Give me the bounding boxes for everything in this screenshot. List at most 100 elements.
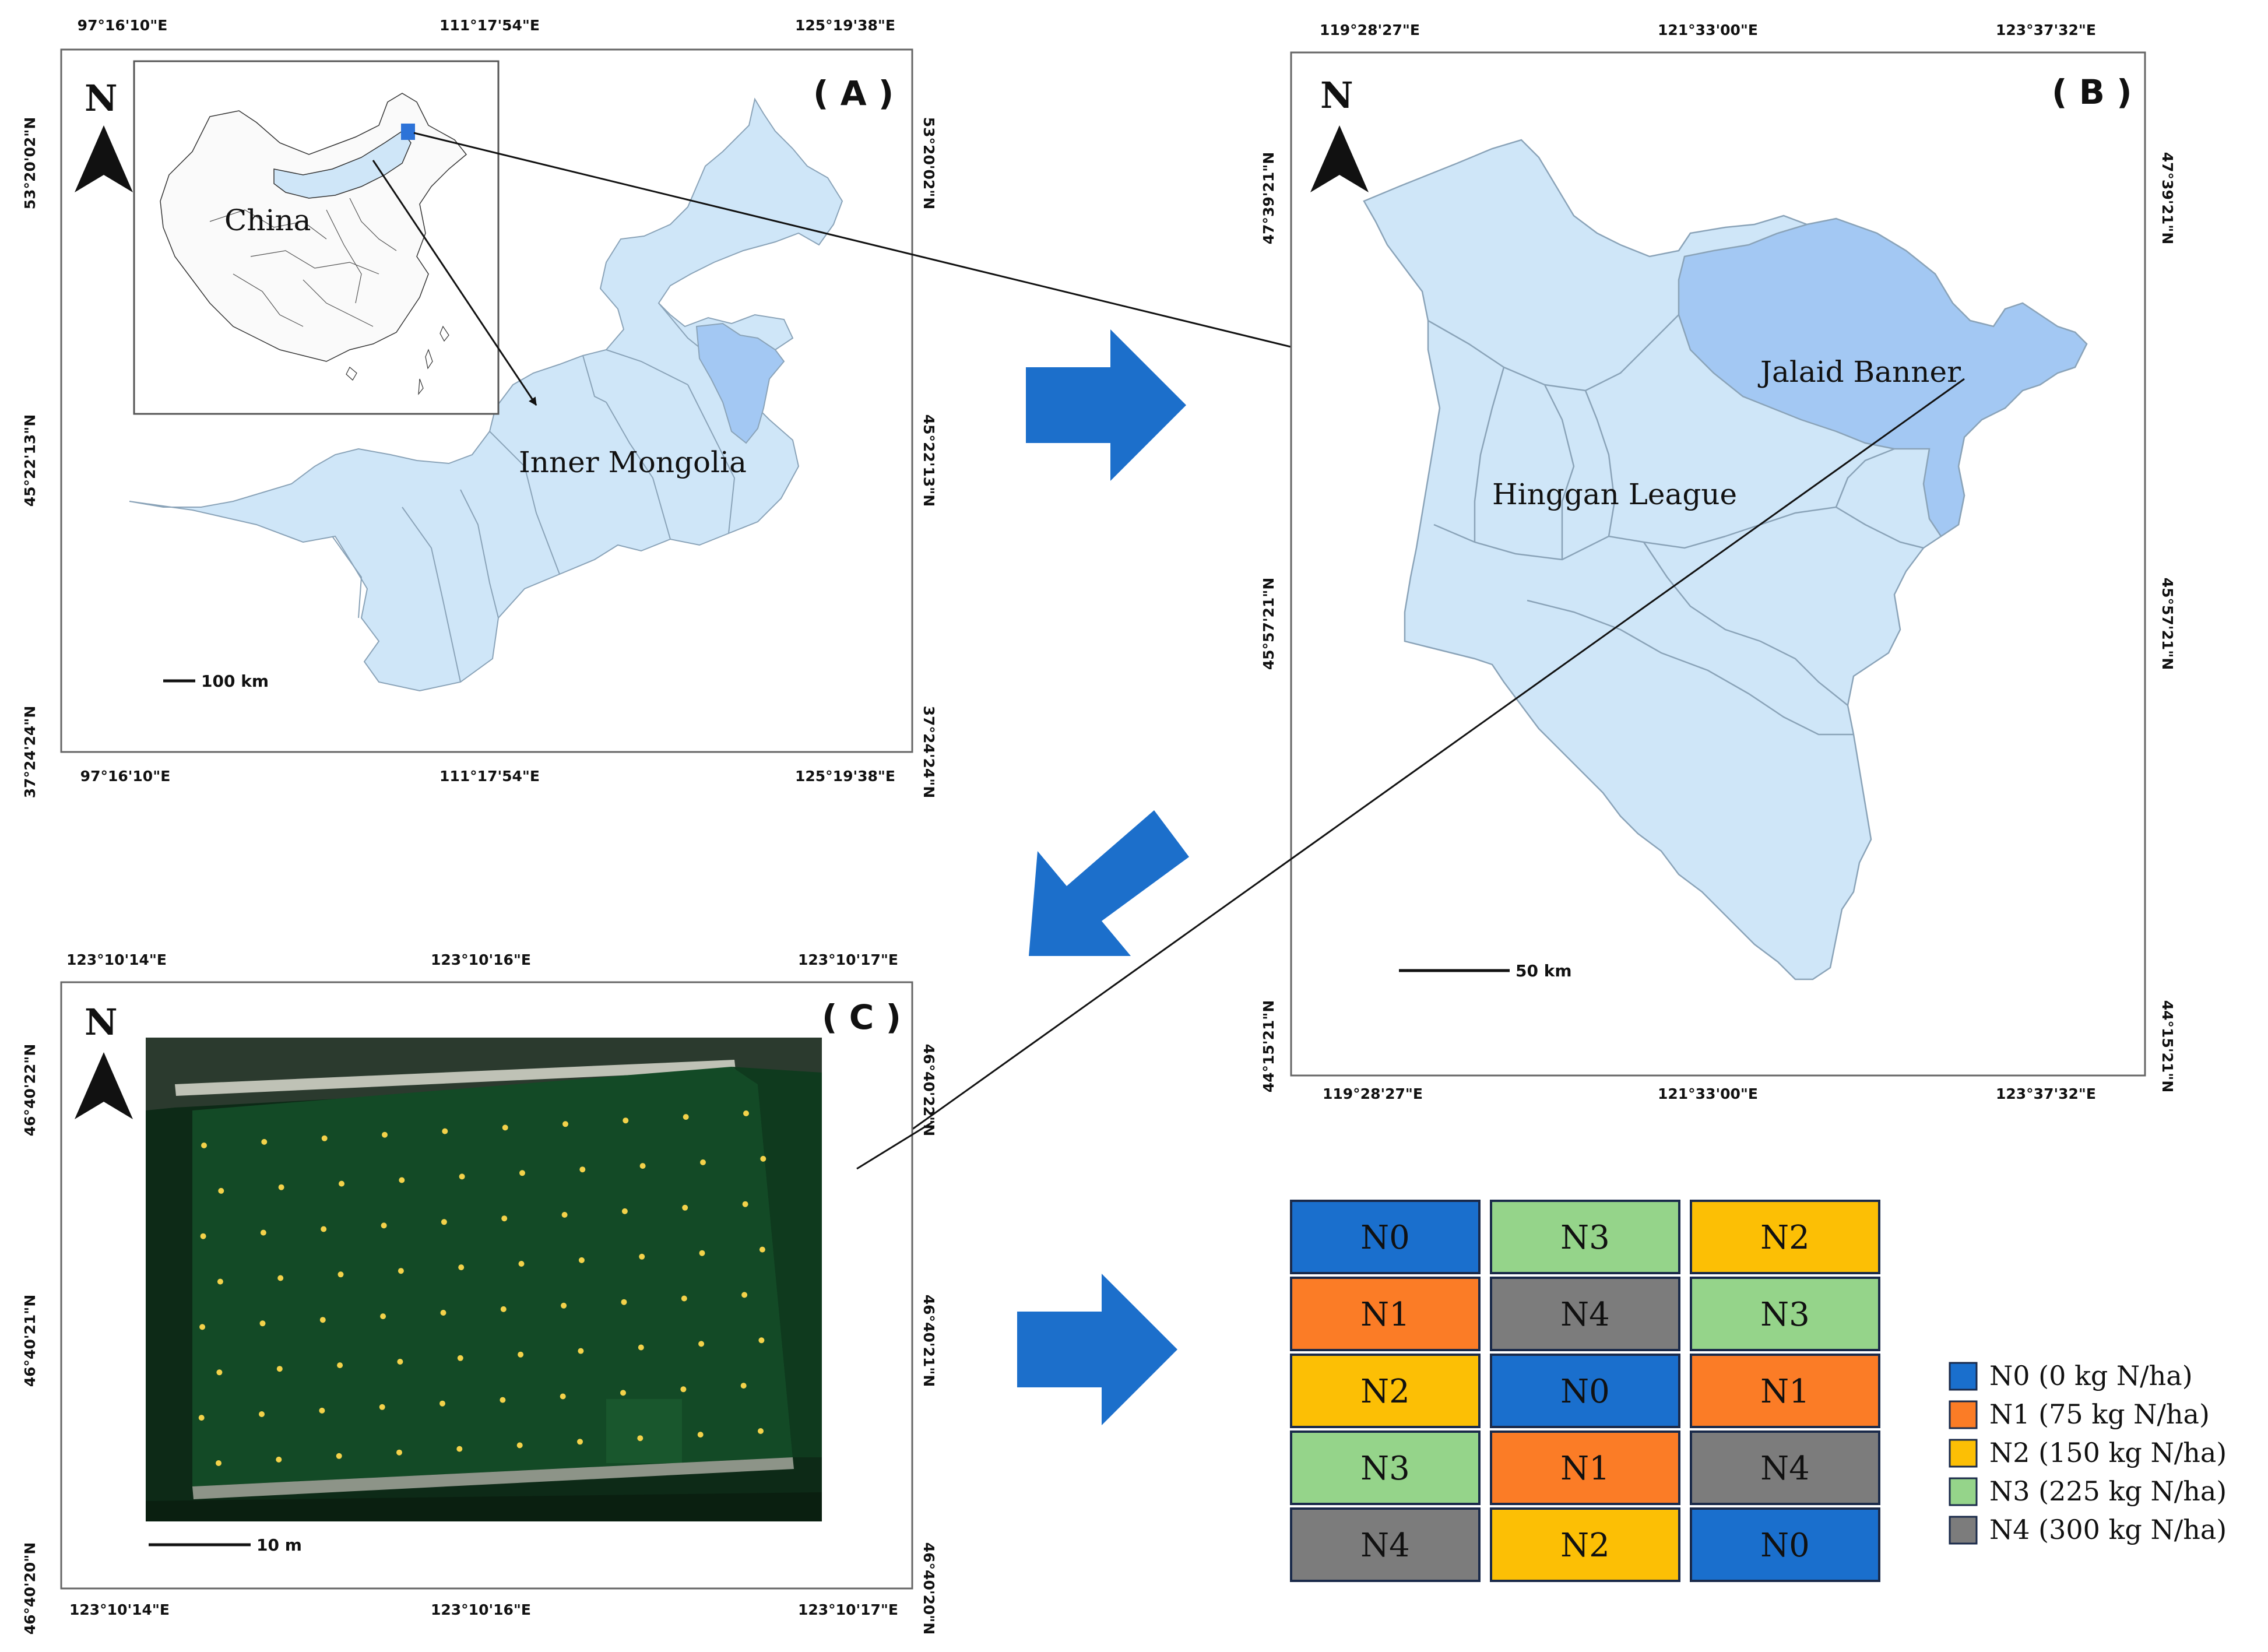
c-right-tick-2: 46°40'21"N	[920, 1295, 937, 1387]
sampling-point	[699, 1250, 705, 1256]
plot-cell-label: N0	[1360, 1219, 1410, 1257]
sampling-point	[639, 1253, 645, 1260]
scale-bar-b: 50 km	[1399, 961, 1572, 980]
sampling-point	[742, 1201, 748, 1207]
sampling-point	[380, 1313, 386, 1320]
sampling-point	[518, 1261, 525, 1267]
sampling-point	[381, 1222, 387, 1229]
sampling-point	[621, 1299, 627, 1305]
b-bottom-tick-2: 121°33'00"E	[1658, 1085, 1758, 1102]
sampling-point	[682, 1204, 688, 1211]
plot-cell-label: N4	[1360, 1527, 1410, 1565]
sampling-point	[759, 1246, 765, 1253]
sampling-point	[500, 1397, 506, 1403]
c-right-tick-1: 46°40'22"N	[920, 1044, 937, 1136]
sampling-point	[336, 1453, 342, 1459]
plot-cell-n1	[1490, 1430, 1680, 1505]
sampling-point	[459, 1173, 465, 1180]
sampling-point	[278, 1184, 284, 1190]
sampling-point	[201, 1143, 207, 1148]
sampling-point	[697, 1432, 704, 1438]
plot-cell-label: N0	[1760, 1527, 1810, 1565]
a-bottom-tick-1: 97°16'10"E	[80, 768, 171, 785]
plot-cell-label: N1	[1760, 1373, 1810, 1411]
sampling-point	[577, 1439, 583, 1445]
north-arrow-icon	[75, 1052, 133, 1119]
sampling-point	[561, 1212, 568, 1218]
panel-c-arrow-segment	[856, 1121, 933, 1170]
sampling-points	[198, 1110, 766, 1466]
c-top-tick-3: 123°10'17"E	[798, 951, 898, 968]
plot-cell-n0	[1490, 1354, 1680, 1428]
sampling-point	[440, 1310, 446, 1316]
sampling-point	[458, 1264, 465, 1271]
panel-b-label: ( B )	[2052, 72, 2132, 112]
plot-cell-n4	[1690, 1430, 1880, 1505]
plot-cell-n2	[1690, 1200, 1880, 1274]
sampling-point	[683, 1114, 689, 1120]
sampling-point	[637, 1435, 644, 1442]
b-top-tick-1: 119°28'27"E	[1320, 22, 1420, 38]
legend-label-n0: N0 (0 kg N/ha)	[1989, 1360, 2193, 1391]
plot-cell-n4	[1490, 1277, 1680, 1351]
north-arrow-c: N	[75, 1001, 133, 1119]
sampling-point	[680, 1386, 687, 1393]
sampling-point	[501, 1215, 508, 1222]
b-bottom-tick-1: 119°28'27"E	[1323, 1085, 1423, 1102]
sampling-point	[578, 1348, 584, 1354]
a-right-tick-1: 53°20'02"N	[920, 117, 937, 209]
china-inset-provinces	[209, 198, 397, 327]
north-arrow-a: N	[75, 77, 133, 192]
scale-bar-a: 100 km	[163, 672, 269, 691]
sampling-point	[698, 1341, 705, 1347]
plot-cell-label: N3	[1560, 1219, 1610, 1257]
sampling-point	[198, 1415, 205, 1421]
sampling-point	[500, 1306, 507, 1312]
plot-cell-n3	[1690, 1277, 1880, 1351]
a-right-tick-2: 45°22'13"N	[920, 414, 937, 507]
sampling-point	[321, 1135, 328, 1141]
plot-cell-n3	[1290, 1430, 1481, 1505]
plot-cell-label: N2	[1560, 1527, 1610, 1565]
legend-label-n1: N1 (75 kg N/ha)	[1989, 1398, 2210, 1430]
sampling-point	[259, 1411, 265, 1417]
sampling-point	[758, 1337, 765, 1344]
plot-cell-n1	[1690, 1354, 1880, 1428]
sampling-point	[276, 1456, 282, 1463]
flow-arrow-b-to-c	[1029, 810, 1189, 956]
sampling-point	[561, 1302, 567, 1309]
b-left-tick-3: 44°15'21"N	[1260, 1000, 1277, 1092]
sampling-point	[562, 1121, 568, 1127]
flow-arrow-c-to-layout	[1017, 1274, 1177, 1425]
legend-swatch-n2	[1949, 1439, 1978, 1468]
sampling-point	[277, 1275, 284, 1281]
sampling-point	[442, 1128, 448, 1134]
c-bottom-tick-3: 123°10'17"E	[798, 1601, 898, 1618]
plot-cell-label: N0	[1560, 1373, 1610, 1411]
sampling-point	[260, 1229, 266, 1236]
china-inset-study-marker	[401, 124, 415, 140]
arrow-inset-to-inner-mongolia	[372, 160, 537, 406]
sampling-point	[578, 1257, 585, 1263]
sampling-point	[382, 1131, 388, 1138]
jalaid-banner-highlight	[1678, 217, 2088, 537]
sampling-point	[760, 1155, 766, 1162]
c-bottom-tick-1: 123°10'14"E	[69, 1601, 170, 1618]
b-top-tick-2: 121°33'00"E	[1658, 22, 1758, 38]
arrow-china-to-panel-b	[413, 132, 1423, 381]
sampling-point	[399, 1177, 405, 1183]
c-left-tick-3: 46°40'20"N	[22, 1542, 38, 1635]
c-top-tick-2: 123°10'16"E	[431, 951, 531, 968]
c-left-tick-2: 46°40'21"N	[22, 1295, 38, 1387]
sampling-point	[398, 1268, 404, 1274]
sampling-point	[441, 1219, 447, 1225]
sampling-point	[216, 1369, 223, 1376]
china-label: China	[224, 203, 311, 237]
a-bottom-tick-2: 111°17'54"E	[439, 768, 540, 785]
hinggan-league-highlight	[695, 322, 785, 444]
sampling-point	[623, 1117, 629, 1124]
plot-cell-label: N2	[1760, 1219, 1810, 1257]
inner-mongolia-label: Inner Mongolia	[519, 445, 747, 479]
flow-arrow-a-to-b	[1026, 329, 1186, 481]
c-right-tick-3: 46°40'20"N	[920, 1542, 937, 1635]
